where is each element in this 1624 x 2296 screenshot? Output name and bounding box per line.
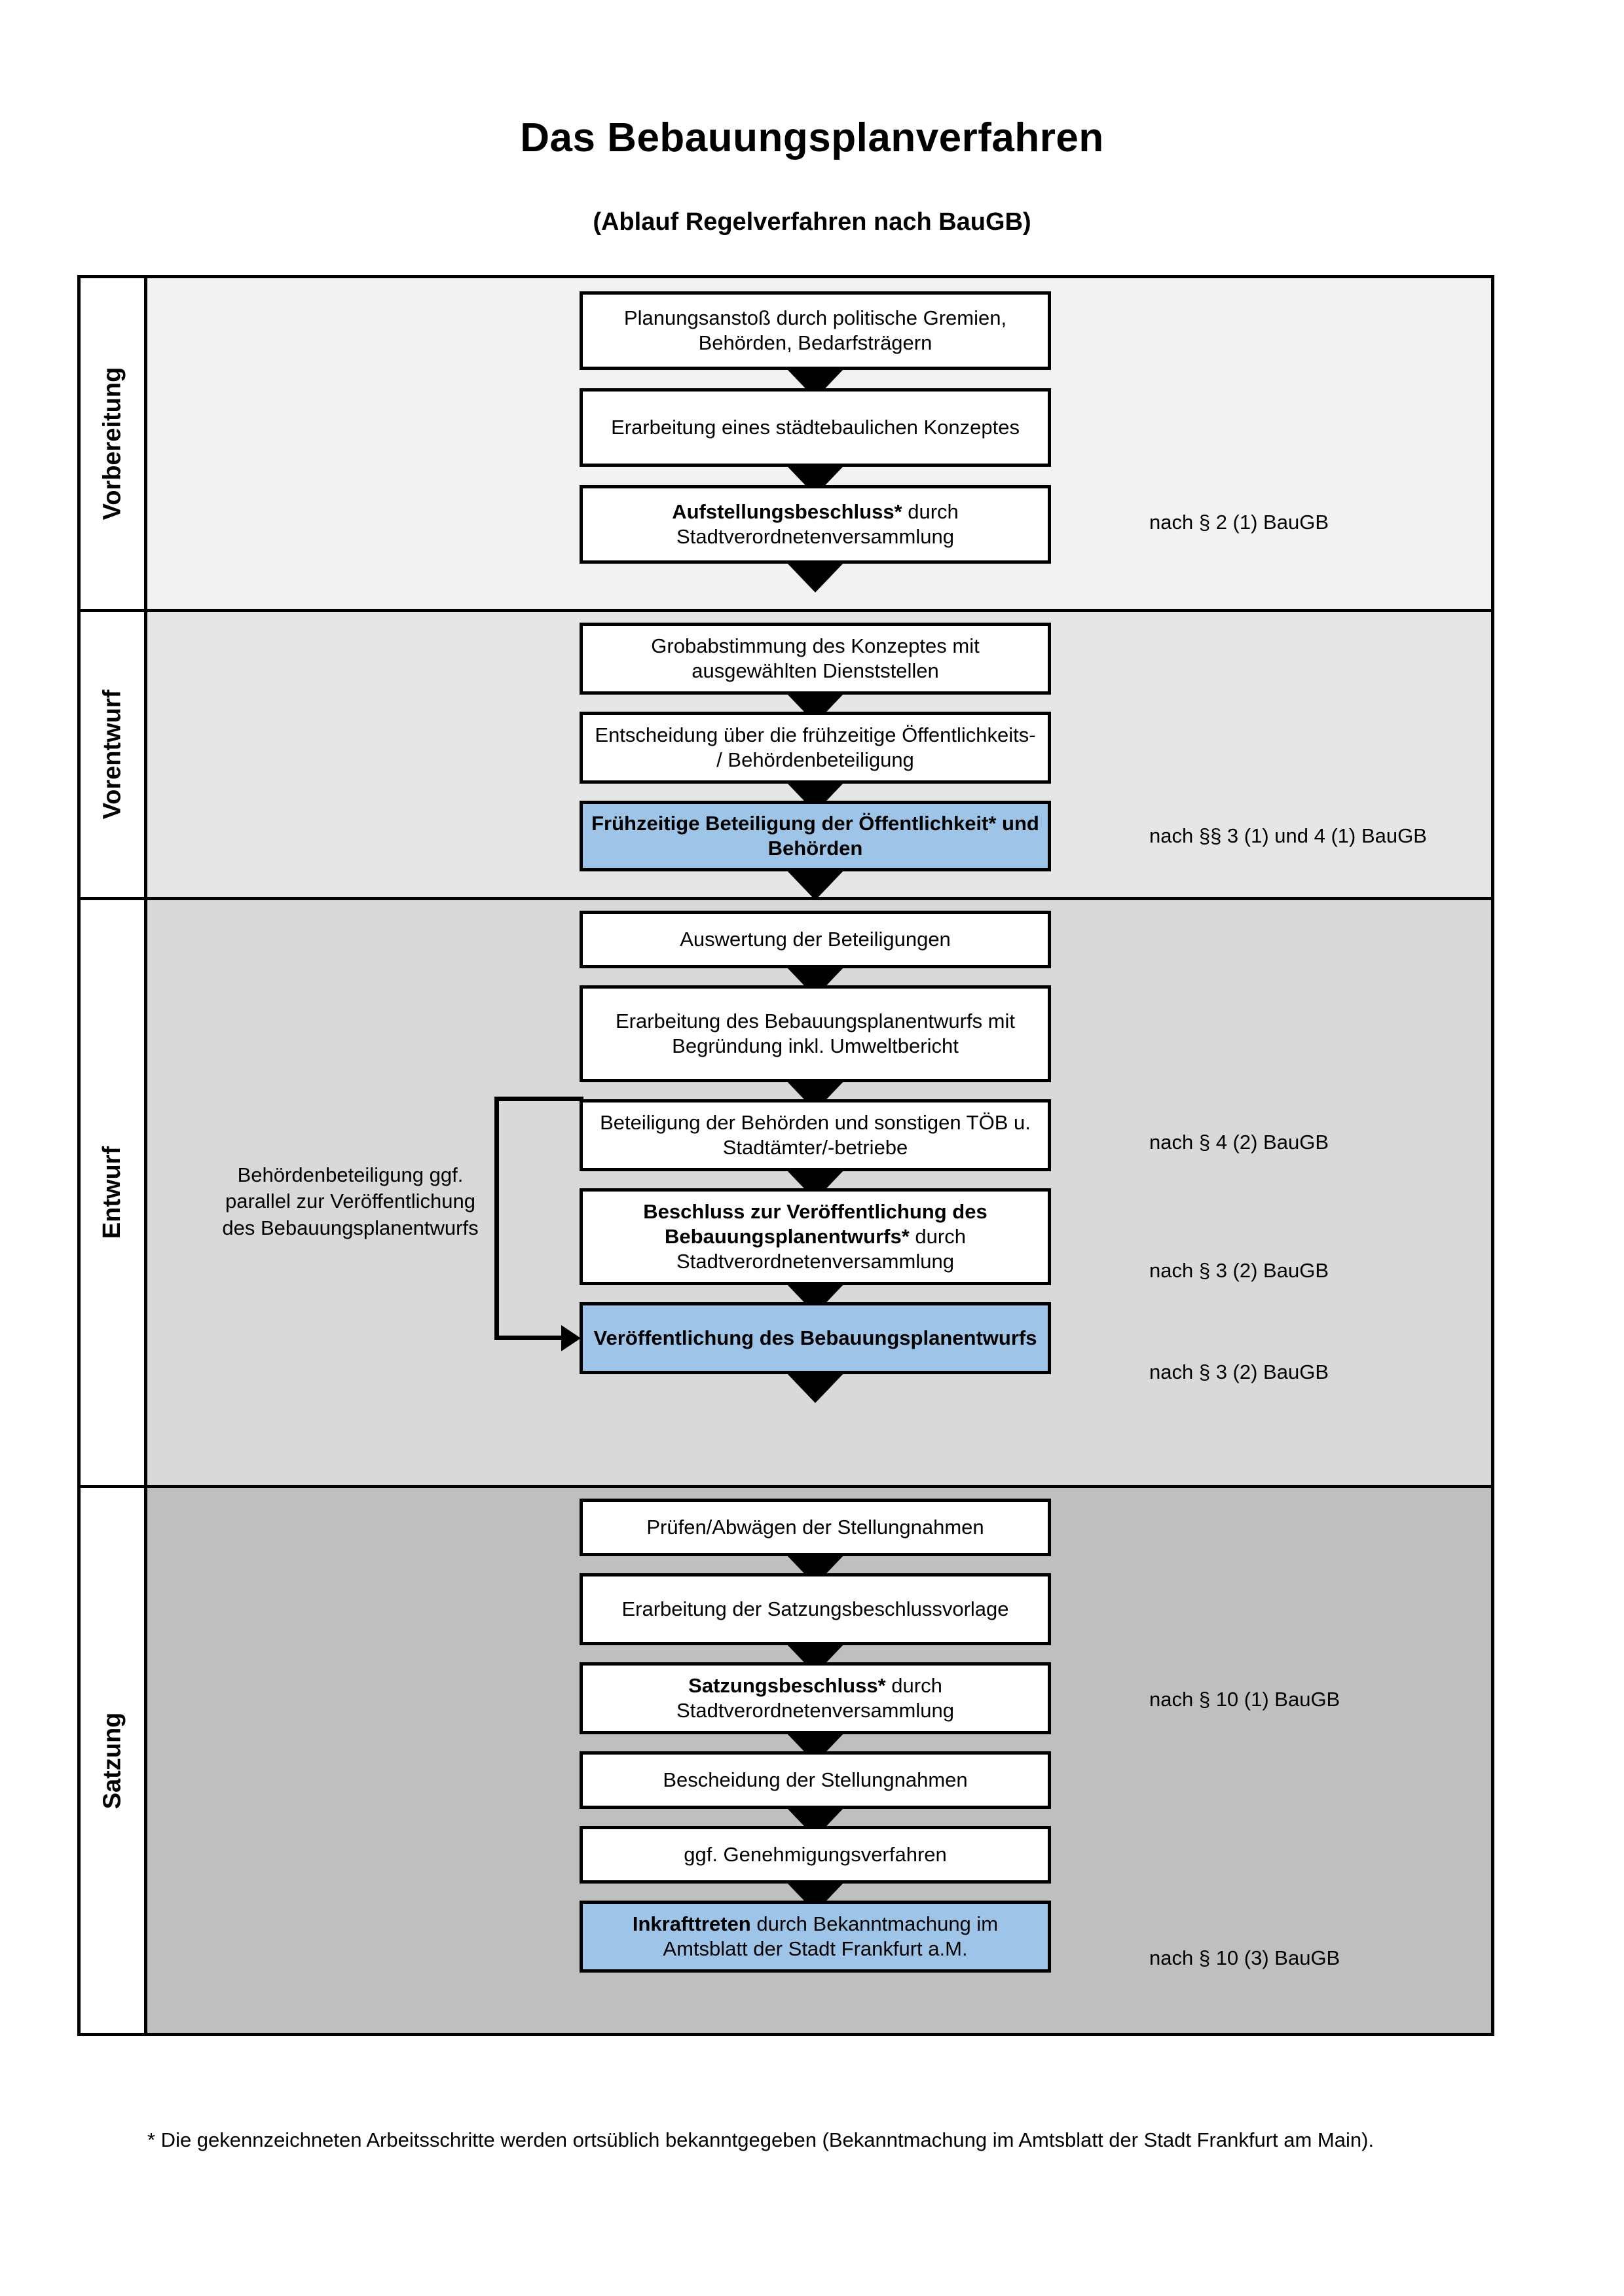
step-label-bold: Beschluss zur Veröffentlichung des Bebau…	[643, 1200, 987, 1248]
step-grobabstimmung[interactable]: Grobabstimmung des Konzeptes mit ausgewä…	[580, 623, 1051, 695]
step-auswertung[interactable]: Auswertung der Beteiligungen	[580, 911, 1051, 968]
parallel-path-vertical-line	[494, 1097, 499, 1340]
step-label: Satzungsbeschluss* durch Stadtverordnete…	[591, 1673, 1040, 1723]
phase-vorbereitung: Vorbereitung Planungsanstoß durch politi…	[81, 278, 1491, 612]
step-label-rest: durch Stadtverordnetenversammlung	[676, 500, 959, 548]
footnote: * Die gekennzeichneten Arbeitsschritte w…	[147, 2128, 1375, 2151]
flowchart-frame: Vorbereitung Planungsanstoß durch politi…	[77, 275, 1494, 2036]
entwurf-sidenote: Behördenbeteiligung ggf. parallel zur Ve…	[222, 1163, 479, 1239]
legal-par-4-2: nach § 4 (2) BauGB	[1149, 1131, 1329, 1154]
phase-satzung: Satzung Prüfen/Abwägen der Stellungnahme…	[81, 1488, 1491, 2033]
page-subtitle: (Ablauf Regelverfahren nach BauGB)	[593, 208, 1031, 236]
step-erarbeitung-entwurf[interactable]: Erarbeitung des Bebauungsplanentwurfs mi…	[580, 985, 1051, 1082]
flow-arrow	[786, 562, 844, 592]
step-label-rest: durch Stadtverordnetenversammlung	[676, 1674, 954, 1722]
step-label: Aufstellungsbeschluss* durch Stadtverord…	[591, 500, 1040, 549]
legal-par-3-2-b: nach § 3 (2) BauGB	[1149, 1360, 1329, 1383]
step-entscheidung-fruehzeitig[interactable]: Entscheidung über die frühzeitige Öffent…	[580, 712, 1051, 784]
step-label-rest: durch Bekanntmachung im Amtsblatt der St…	[663, 1912, 999, 1960]
phase-entwurf: Entwurf Auswertung der Beteiligungen Era…	[81, 900, 1491, 1488]
parallel-path-top-line	[494, 1097, 583, 1101]
phase-body-vorbereitung: Planungsanstoß durch politische Gremien,…	[147, 278, 1491, 609]
step-veroeffentlichung[interactable]: Veröffentlichung des Bebauungsplanentwur…	[580, 1302, 1051, 1374]
legal-par-10-3: nach § 10 (3) BauGB	[1149, 1946, 1340, 1969]
phase-label-text: Entwurf	[98, 1146, 126, 1239]
phase-body-entwurf: Auswertung der Beteiligungen Erarbeitung…	[147, 900, 1491, 1485]
phase-label-vorentwurf: Vorentwurf	[81, 612, 147, 897]
flow-arrow	[786, 870, 844, 900]
phase-label-text: Vorbereitung	[98, 367, 126, 520]
step-bescheidung[interactable]: Bescheidung der Stellungnahmen	[580, 1751, 1051, 1809]
phase-label-satzung: Satzung	[81, 1488, 147, 2033]
step-label: Prüfen/Abwägen der Stellungnahmen	[646, 1516, 984, 1539]
step-label: Erarbeitung des Bebauungsplanentwurfs mi…	[615, 1010, 1016, 1057]
step-label: Erarbeitung eines städtebaulichen Konzep…	[611, 416, 1020, 439]
step-label-bold: Satzungsbeschluss*	[688, 1674, 886, 1698]
step-label-bold: Aufstellungsbeschluss*	[672, 500, 902, 524]
phase-label-text: Vorentwurf	[98, 689, 126, 820]
step-label: Beschluss zur Veröffentlichung des Bebau…	[591, 1199, 1040, 1273]
step-beschluss-veroeffentlichung[interactable]: Beschluss zur Veröffentlichung des Bebau…	[580, 1188, 1051, 1285]
step-label: ggf. Genehmigungsverfahren	[684, 1843, 947, 1867]
phase-body-satzung: Prüfen/Abwägen der Stellungnahmen Erarbe…	[147, 1488, 1491, 2033]
legal-par-2-1: nach § 2 (1) BauGB	[1149, 511, 1329, 534]
phase-body-vorentwurf: Grobabstimmung des Konzeptes mit ausgewä…	[147, 612, 1491, 900]
legal-par-10-1: nach § 10 (1) BauGB	[1149, 1688, 1340, 1711]
phase-label-text: Satzung	[98, 1712, 126, 1809]
step-label-bold: Inkrafttreten	[632, 1912, 751, 1936]
step-aufstellungsbeschluss[interactable]: Aufstellungsbeschluss* durch Stadtverord…	[580, 485, 1051, 564]
step-genehmigungsverfahren[interactable]: ggf. Genehmigungsverfahren	[580, 1826, 1051, 1884]
step-label: Entscheidung über die frühzeitige Öffent…	[595, 723, 1036, 771]
parallel-path-arrowhead	[561, 1325, 581, 1351]
step-fruehzeitige-beteiligung[interactable]: Frühzeitige Beteiligung der Öffentlichke…	[580, 801, 1051, 871]
step-planungsanstoss[interactable]: Planungsanstoß durch politische Gremien,…	[580, 291, 1051, 370]
step-pruefen-abwaegen[interactable]: Prüfen/Abwägen der Stellungnahmen	[580, 1499, 1051, 1556]
legal-par-3-1-4-1: nach §§ 3 (1) und 4 (1) BauGB	[1149, 824, 1427, 847]
step-label-rest: durch Stadtverordnetenversammlung	[676, 1225, 966, 1273]
step-beteiligung-behoerden[interactable]: Beteiligung der Behörden und sonstigen T…	[580, 1099, 1051, 1171]
phase-vorentwurf: Vorentwurf Grobabstimmung des Konzeptes …	[81, 612, 1491, 900]
step-label: Veröffentlichung des Bebauungsplanentwur…	[593, 1326, 1037, 1350]
step-konzept[interactable]: Erarbeitung eines städtebaulichen Konzep…	[580, 388, 1051, 467]
legal-par-3-2-a: nach § 3 (2) BauGB	[1149, 1259, 1329, 1282]
step-satzungsbeschluss[interactable]: Satzungsbeschluss* durch Stadtverordnete…	[580, 1662, 1051, 1734]
step-erarbeitung-satzungsvorlage[interactable]: Erarbeitung der Satzungsbeschlussvorlage	[580, 1573, 1051, 1645]
step-label: Planungsanstoß durch politische Gremien,…	[623, 306, 1007, 354]
step-label: Erarbeitung der Satzungsbeschlussvorlage	[621, 1597, 1009, 1621]
step-label: Bescheidung der Stellungnahmen	[663, 1768, 968, 1792]
step-label: Inkrafttreten durch Bekanntmachung im Am…	[591, 1912, 1040, 1961]
page-title: Das Bebauungsplanverfahren	[520, 115, 1104, 160]
parallel-path-bottom-line	[494, 1336, 566, 1340]
step-inkrafttreten[interactable]: Inkrafttreten durch Bekanntmachung im Am…	[580, 1901, 1051, 1973]
phase-label-vorbereitung: Vorbereitung	[81, 278, 147, 609]
step-label: Auswertung der Beteiligungen	[680, 928, 951, 951]
step-label: Grobabstimmung des Konzeptes mit ausgewä…	[651, 634, 980, 682]
step-label: Frühzeitige Beteiligung der Öffentlichke…	[591, 812, 1039, 860]
flow-arrow	[786, 1373, 844, 1403]
step-label: Beteiligung der Behörden und sonstigen T…	[600, 1111, 1031, 1159]
phase-label-entwurf: Entwurf	[81, 900, 147, 1485]
